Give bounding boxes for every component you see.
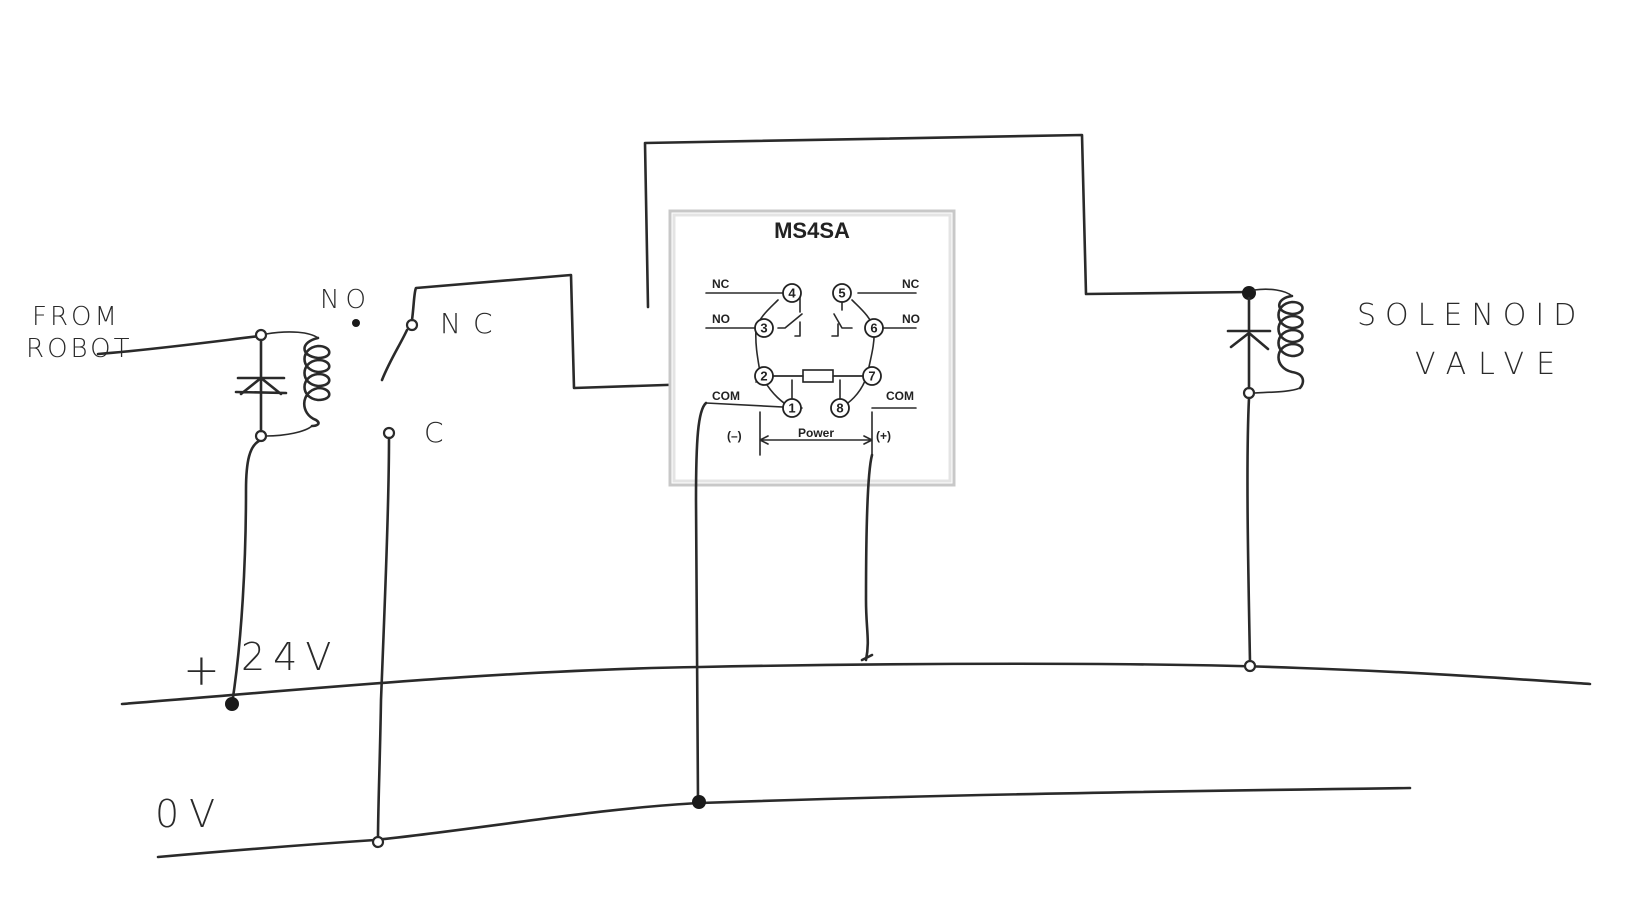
- solenoid-coil: [1277, 294, 1305, 390]
- relay-nc-right: NC: [902, 277, 920, 291]
- svg-text:2: 2: [760, 369, 767, 384]
- rail-0v: [156, 786, 1412, 859]
- label-24v: 24V: [241, 635, 339, 679]
- label-no: NO: [320, 285, 372, 315]
- node-0v-relay: [692, 795, 706, 809]
- no-contact-dot: [352, 319, 360, 327]
- solenoid-terminal-bottom: [1242, 386, 1256, 400]
- label-valve: VALVE: [1415, 347, 1567, 382]
- svg-text:6: 6: [870, 321, 877, 336]
- relay-card: [668, 209, 956, 487]
- label-solenoid: SOLENOID: [1357, 298, 1585, 333]
- coil-to-24v-wire: [230, 439, 261, 706]
- svg-text:8: 8: [836, 401, 843, 416]
- c-contact-terminal: [382, 426, 396, 440]
- relay-no-left: NO: [712, 312, 730, 326]
- coil-link-top: [265, 331, 319, 339]
- input-wire-from-robot: [96, 334, 262, 356]
- svg-text:3: 3: [760, 321, 767, 336]
- solenoid-to-24v-wire: [1246, 396, 1252, 664]
- coil-terminal-top: [254, 328, 268, 342]
- coil-terminal-bottom: [254, 429, 268, 443]
- nc-to-relay-wire: [410, 273, 758, 390]
- svg-text:4: 4: [788, 286, 796, 301]
- switch-arm: [380, 328, 409, 382]
- coil-link-bottom: [265, 425, 313, 437]
- relay-plus-to-24v-wire: [864, 453, 874, 662]
- solenoid-terminal-top: [1242, 286, 1256, 300]
- svg-text:1: 1: [788, 401, 795, 416]
- ms4sa-relay: MS4SA 4 5 3 6 2 7 1 8 NC NC NO NO COM CO…: [668, 209, 956, 487]
- svg-text:5: 5: [838, 286, 845, 301]
- nc-contact-terminal: [405, 318, 419, 332]
- label-robot: ROBOT: [26, 334, 132, 364]
- c-to-0v-wire: [376, 436, 391, 840]
- label-0v: 0V: [155, 792, 225, 836]
- relay-minus-label: (–): [727, 429, 742, 443]
- node-24v-left: [225, 697, 239, 711]
- label-nc: NC: [440, 307, 505, 340]
- svg-text:7: 7: [868, 369, 875, 384]
- label-plus: +: [183, 645, 220, 696]
- relay-plus-label: (+): [876, 429, 891, 443]
- relay-power-label: Power: [798, 426, 834, 440]
- rail-24v: [120, 662, 1592, 706]
- label-from: FROM: [32, 302, 120, 332]
- relay-nc-loop-wire: [643, 133, 1252, 309]
- relay-com-right: COM: [886, 389, 914, 403]
- relay-nc-left: NC: [712, 277, 730, 291]
- node-0v-c: [371, 835, 385, 849]
- relay-coil: [302, 336, 331, 428]
- label-c: C: [424, 416, 444, 449]
- relay-model: MS4SA: [774, 218, 850, 243]
- relay-no-right: NO: [902, 312, 920, 326]
- relay-com-to-0v-wire: [694, 401, 708, 802]
- relay-com-left: COM: [712, 389, 740, 403]
- node-24v-solenoid: [1243, 659, 1257, 673]
- solenoid-diode-symbol: [1226, 329, 1272, 351]
- diode-symbol: [234, 376, 288, 396]
